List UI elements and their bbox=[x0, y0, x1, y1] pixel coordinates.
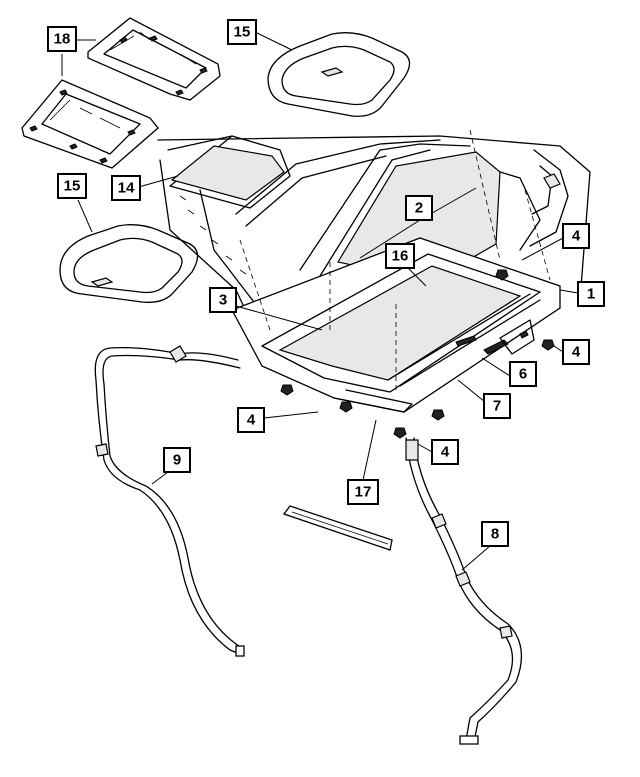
callout-16: 16 bbox=[385, 243, 415, 269]
drain-hose-left bbox=[94, 345, 245, 657]
callout-18: 18 bbox=[47, 26, 77, 52]
callout-3-label: 3 bbox=[219, 292, 227, 309]
callout-4-bottom-label: 4 bbox=[441, 444, 450, 461]
callout-15-upper: 15 bbox=[227, 19, 257, 45]
callout-3: 3 bbox=[209, 287, 237, 313]
sunroof-frame-upper bbox=[87, 17, 221, 101]
seal-strip bbox=[282, 505, 393, 551]
callout-17: 17 bbox=[347, 479, 379, 505]
callout-6-label: 6 bbox=[519, 366, 527, 383]
callout-17-label: 17 bbox=[355, 484, 372, 501]
callout-4-bottom: 4 bbox=[431, 439, 459, 465]
callout-2-label: 2 bbox=[415, 200, 423, 217]
drain-hose-right bbox=[405, 437, 522, 745]
callout-4-right: 4 bbox=[562, 339, 590, 365]
callout-14-label: 14 bbox=[118, 180, 135, 197]
callout-4-left: 4 bbox=[237, 407, 265, 433]
callout-15-lower-label: 15 bbox=[64, 178, 81, 195]
fastener-nuts bbox=[280, 269, 555, 439]
callout-1: 1 bbox=[577, 281, 605, 307]
callout-18-label: 18 bbox=[54, 31, 71, 48]
callout-1-label: 1 bbox=[587, 286, 595, 303]
sunroof-trim-ring-upper bbox=[267, 32, 411, 117]
callout-7: 7 bbox=[483, 393, 511, 419]
callout-4-right-label: 4 bbox=[572, 344, 581, 361]
callout-4-left-label: 4 bbox=[247, 412, 256, 429]
callout-16-label: 16 bbox=[392, 248, 409, 265]
callout-8: 8 bbox=[481, 521, 509, 547]
callout-4-top-right-label: 4 bbox=[572, 228, 581, 245]
callout-2: 2 bbox=[405, 195, 433, 221]
leader-lines bbox=[61, 31, 579, 571]
callout-7-label: 7 bbox=[493, 398, 501, 415]
callout-6: 6 bbox=[509, 361, 537, 387]
callout-4-top-right: 4 bbox=[562, 223, 590, 249]
callout-9: 9 bbox=[163, 447, 191, 473]
callout-9-label: 9 bbox=[173, 452, 181, 469]
callout-14: 14 bbox=[111, 175, 141, 201]
callout-8-label: 8 bbox=[491, 526, 499, 543]
callout-15-lower: 15 bbox=[57, 173, 87, 199]
callout-15-upper-label: 15 bbox=[234, 24, 251, 41]
sunroof-frame-lower bbox=[21, 79, 159, 169]
